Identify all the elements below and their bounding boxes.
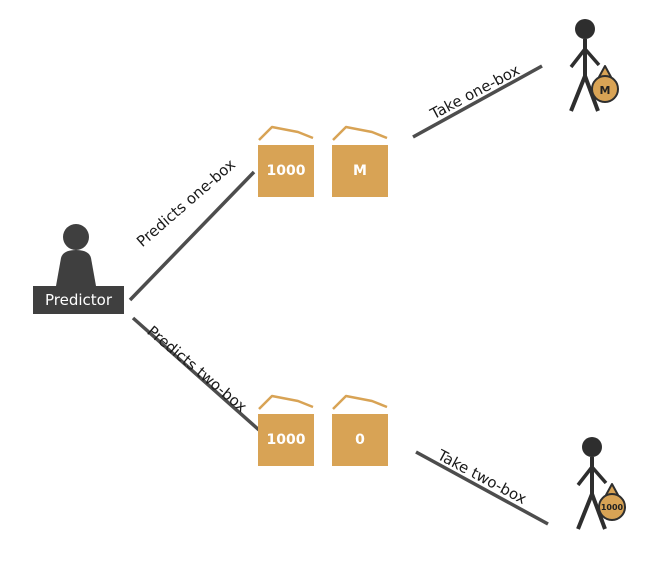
stick-figure-one-box-icon: M — [569, 19, 619, 112]
box-amount: 1000 — [258, 145, 314, 197]
box-lid-icon — [258, 394, 314, 410]
box-bottom-right: 0 — [332, 394, 388, 466]
money-bag-icon: M — [591, 65, 619, 103]
box-amount: M — [332, 145, 388, 197]
box-bottom-left: 1000 — [258, 394, 314, 466]
branch-line-predicts-two-box — [131, 316, 261, 432]
money-bag-amount: M — [600, 84, 611, 97]
predictor-label: Predictor — [33, 286, 124, 314]
box-amount-label: 0 — [355, 432, 365, 448]
box-lid-icon — [332, 125, 388, 141]
action-line-take-two-box — [415, 450, 549, 526]
branch-line-predicts-one-box — [128, 170, 256, 302]
box-lid-icon — [332, 394, 388, 410]
box-amount: 1000 — [258, 414, 314, 466]
box-lid-icon — [258, 125, 314, 141]
money-bag-amount: 1000 — [601, 503, 624, 512]
box-amount-label: M — [353, 163, 367, 179]
box-amount: 0 — [332, 414, 388, 466]
box-amount-label: 1000 — [266, 163, 306, 179]
box-top-left: 1000 — [258, 125, 314, 197]
action-line-take-one-box — [412, 64, 543, 139]
predictor-figure-icon — [56, 224, 96, 286]
money-bag-icon: 1000 — [598, 483, 626, 521]
box-amount-label: 1000 — [266, 432, 306, 448]
box-top-right: M — [332, 125, 388, 197]
predictor-label-text: Predictor — [44, 291, 112, 309]
stick-figure-two-box-icon: 1000 — [576, 437, 626, 530]
